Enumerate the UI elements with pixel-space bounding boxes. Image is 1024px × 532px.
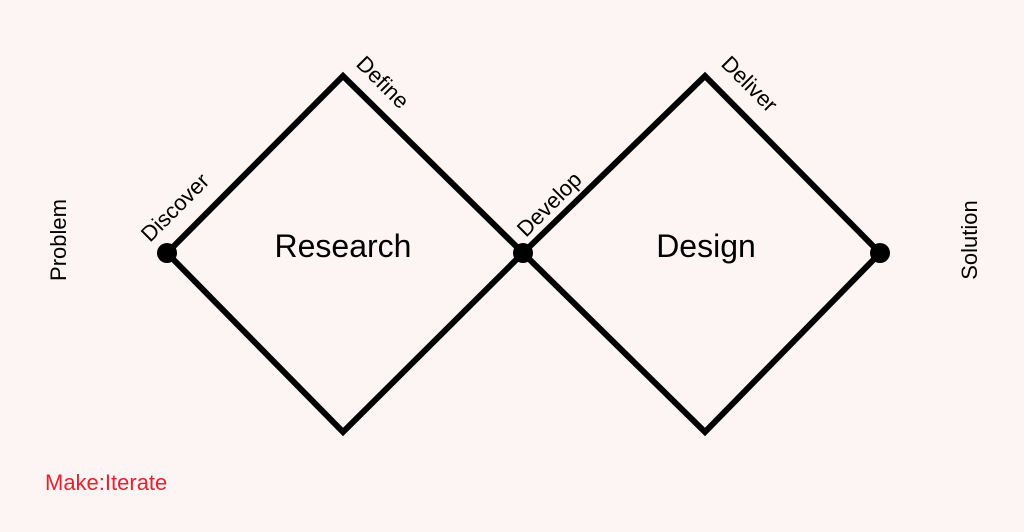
develop-node bbox=[513, 243, 533, 263]
design-label: Design bbox=[656, 228, 756, 264]
research-label: Research bbox=[275, 228, 412, 264]
brand-logo: Make:Iterate bbox=[45, 470, 168, 495]
solution-label: Solution bbox=[957, 200, 982, 280]
stage-label-deliver: Deliver bbox=[716, 51, 782, 117]
problem-label: Problem bbox=[46, 199, 71, 281]
stage-label-define: Define bbox=[351, 51, 414, 114]
solution-node bbox=[870, 243, 890, 263]
stage-label-discover: Discover bbox=[136, 168, 214, 246]
discover-node bbox=[157, 243, 177, 263]
